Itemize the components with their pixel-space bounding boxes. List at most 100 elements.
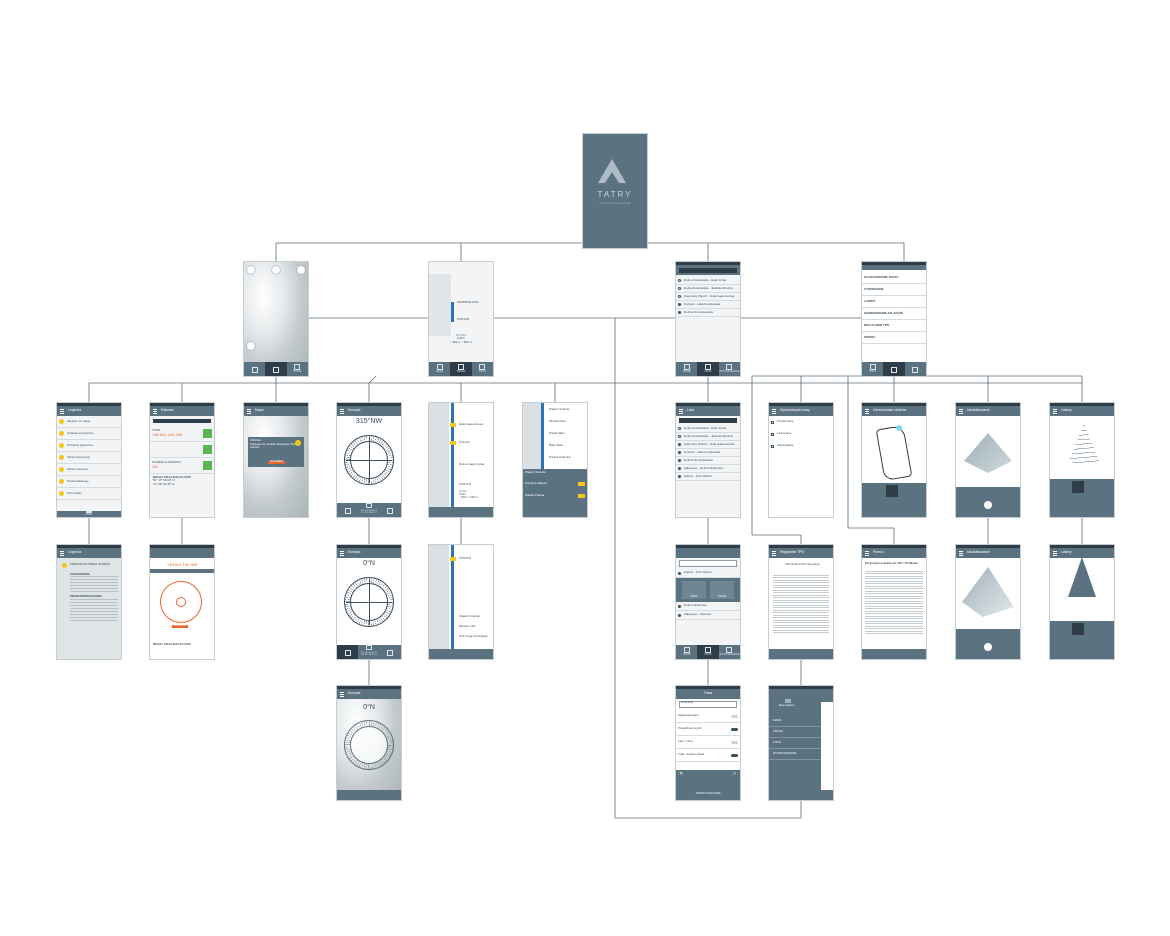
list-item[interactable]: Zakopane - Giewont [676, 611, 740, 620]
nav-item-lista[interactable]: LISTA [472, 362, 493, 376]
screen-rescue[interactable]: Ratunek TOPR+48 601 100 300 NUMER ALARMO… [150, 403, 214, 517]
trail-item[interactable]: Wąwóz Kraków [459, 614, 480, 618]
filter-option[interactable]: Prawidłowy wynik [676, 723, 740, 736]
legend-item[interactable]: Schronisko [57, 488, 121, 500]
menu-icon[interactable] [247, 408, 251, 414]
legend-item[interactable]: Przejście graniczne [57, 440, 121, 452]
panel-row[interactable]: Przysłop Miętusi [525, 482, 585, 487]
menu-icon[interactable] [340, 408, 344, 414]
legend-item[interactable]: Szlak turystyczny [57, 452, 121, 464]
screen-search-trail[interactable]: Wyszukiwanie trasy Przekazanie Ładowanie… [769, 403, 833, 517]
menu-item[interactable]: REGULAMIN TPN [862, 320, 926, 332]
nav-item[interactable]: TRASA [676, 362, 697, 376]
menu-icon[interactable] [60, 408, 64, 414]
check-icon[interactable]: ✓ [732, 771, 737, 777]
alarm-row[interactable] [150, 442, 214, 458]
menu-icon[interactable] [1053, 550, 1057, 556]
menu-icon[interactable] [865, 408, 869, 414]
nav-item[interactable] [337, 645, 359, 659]
selected-option[interactable] [886, 485, 898, 497]
legend-item[interactable]: Atrakcja turystyczna [57, 428, 121, 440]
list-item[interactable]: Dolina Kościeliska - Jaskinia Mroźna [676, 285, 740, 293]
filter-option[interactable]: Zaawansowany [676, 710, 740, 723]
screen-avalanche-shape[interactable]: Ukształtowanie [956, 403, 1020, 517]
list-item[interactable]: Zakopane - Dolina Strążyska [676, 465, 740, 473]
nav-item[interactable]: LISTA [697, 645, 719, 659]
list-item[interactable]: Dolina Strążyska [676, 602, 740, 611]
menu-icon[interactable] [865, 550, 869, 556]
screen-list-filter[interactable]: Zawrat - Kozi Wierch MAPA TRASA Dolina S… [676, 545, 740, 659]
drawer-item[interactable]: MAPA [769, 716, 821, 727]
toggle[interactable] [731, 727, 738, 731]
menu-icon[interactable] [1053, 408, 1057, 414]
nav-item-mapa[interactable]: MAPA [429, 362, 450, 376]
trail-item[interactable]: Biały Staw [549, 443, 564, 447]
list-item[interactable]: Kuźnice - Hala Kondratowa [676, 449, 740, 457]
arrow-right-icon[interactable] [578, 494, 585, 499]
nav-item[interactable] [883, 362, 905, 376]
search-input[interactable] [153, 419, 211, 423]
screen-avalanche-shape-2[interactable]: Ukształtowanie [956, 545, 1020, 659]
nav-item-trasa[interactable]: TRASA [450, 362, 472, 376]
location-icon[interactable] [297, 266, 305, 274]
screen-legend[interactable]: Legenda Miejsce na mapie Atrakcja turyst… [57, 403, 121, 517]
menu-icon[interactable] [340, 550, 344, 556]
menu-icon[interactable] [60, 550, 64, 556]
menu-icon[interactable] [959, 408, 963, 414]
legend-item[interactable]: Punkt widokowy [57, 476, 121, 488]
list-item[interactable]: Dolina Kościeliska - Hala Ornak [676, 277, 740, 285]
dialog-ok-button[interactable]: ROZUMIEM [268, 460, 286, 464]
toggle[interactable] [731, 740, 738, 744]
compass-icon[interactable] [272, 266, 280, 274]
drawer-item[interactable]: LISTA [769, 738, 821, 749]
nav-item[interactable] [265, 362, 287, 376]
trail-item[interactable]: Wielki Staw [549, 431, 565, 435]
recommended-route-button[interactable]: TRASA POLECANA [695, 790, 721, 795]
trail-item[interactable]: Morskie Oko [549, 419, 566, 423]
screen-trail[interactable]: Hala Gąsienicowa Kuźnice Dolina Jaworzyn… [429, 403, 493, 517]
search-option[interactable]: Ładowanie [769, 428, 833, 440]
search-input[interactable] [679, 560, 737, 567]
trail-item[interactable]: Polana Palenica [549, 455, 571, 459]
search-input[interactable] [679, 418, 737, 423]
menu-icon[interactable] [772, 408, 776, 414]
trail-item[interactable]: Kuźnice [459, 440, 470, 444]
menu-item[interactable]: GENEROWANIE SZLAKÓW [862, 308, 926, 320]
tile-trasa[interactable]: TRASA [710, 581, 734, 599]
menu-icon[interactable] [247, 266, 255, 274]
menu-icon[interactable] [959, 550, 963, 556]
screen-list-search[interactable]: Lista Dolina Kościeliska - Hala Ornak Do… [676, 403, 740, 517]
menu-item[interactable]: POMOC [862, 332, 926, 344]
call-button[interactable]: ZADZWOŃ [172, 624, 189, 628]
phone-icon[interactable] [203, 445, 212, 454]
screen-help[interactable]: Pomoc Przyczyna aspektu do Tatr / Podkre… [862, 545, 926, 659]
phone-icon[interactable] [203, 461, 212, 470]
screen-route[interactable]: MORSKIE OKO ZOSTAŃ 0.7 km 0:45 h ↓ 354 m… [429, 262, 493, 376]
list-item[interactable]: Kasprowy Wierch - Hala Gąsienicowa [676, 293, 740, 301]
splash-screen[interactable]: TATRY przewodnik po szlakach tatr [583, 134, 647, 248]
screen-rescue-call[interactable]: +48 601 100 300 ZADZWOŃ MOJA LOKALIZACJA… [150, 545, 214, 659]
search-input[interactable] [679, 267, 737, 273]
search-option[interactable]: Przekazanie [769, 416, 833, 428]
legend-item[interactable]: Miejsce na mapie [57, 416, 121, 428]
layers-icon[interactable] [247, 342, 255, 350]
list-item[interactable]: Zawrat - Kozi Wierch [676, 473, 740, 481]
panel-row[interactable]: Wielka Polana [525, 494, 585, 499]
screen-trail-2[interactable]: ZOSTAŃ Wąwóz Kraków Morskie Oko Pod Kopą… [429, 545, 493, 659]
search-option[interactable]: Zapisywanie [769, 440, 833, 452]
phone-icon[interactable] [203, 429, 212, 438]
menu-item[interactable]: WYSZUKIWANIE TRASY [862, 272, 926, 284]
add-button[interactable] [984, 643, 992, 651]
add-button[interactable] [984, 501, 992, 509]
trail-item[interactable]: Morskie Oko [459, 624, 476, 628]
trail-item[interactable]: Hala Gąsienicowa [459, 422, 484, 426]
filter-option[interactable]: Lato / zima [676, 736, 740, 749]
list-item[interactable]: Zawrat - Kozi Wierch [676, 569, 740, 578]
drawer-item[interactable]: TRASA [769, 727, 821, 738]
menu-icon[interactable] [340, 691, 344, 697]
list-item[interactable]: Kasprowy Wierch - Hala Gąsienicowa [676, 441, 740, 449]
close-icon[interactable]: ✕ [679, 771, 684, 777]
